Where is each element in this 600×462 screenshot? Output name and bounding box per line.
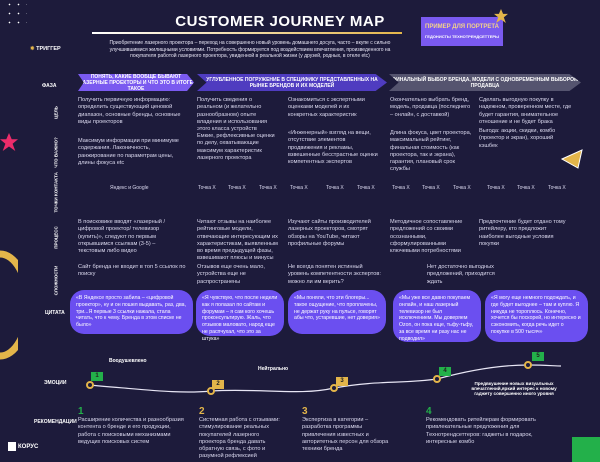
logo-icon xyxy=(8,442,16,451)
quote-bubble: «Мы поняли, что эти блогеры... такое ощу… xyxy=(288,290,386,334)
goal-cell: Окончательно выбрать бренд, модель, прод… xyxy=(390,97,471,118)
korus-logo: КОРУС xyxy=(8,442,38,451)
row-label-goal: ЦЕЛЬ xyxy=(53,106,59,119)
important-cell: Выгода: акции, скидки, комбо (проектор и… xyxy=(479,128,556,149)
goal-cell: Сделать выгодную покупку в надежном, про… xyxy=(479,97,572,125)
emotion-point[interactable] xyxy=(524,361,532,369)
recommendation-text: Экспертиза в категории – разработка прог… xyxy=(302,417,389,453)
emotion-point-number: 2 xyxy=(212,380,224,389)
process-cell: В поисковике вводят «лазерный / цифровой… xyxy=(78,219,166,255)
difficulty-cell: Не всегда понятен истинный уровень компе… xyxy=(288,264,381,285)
phase-2: УГЛУБЛЕННОЕ ПОГРУЖЕНИЕ В СПЕЦИФИКУ ПРЕДС… xyxy=(197,74,387,91)
logo-text: КОРУС xyxy=(18,443,39,450)
touchpoint: Точка X xyxy=(228,185,246,191)
trigger-text: Приобретение лазерного проектора – перех… xyxy=(109,40,391,59)
star-icon xyxy=(494,9,508,23)
touchpoint: Точка X xyxy=(290,185,308,191)
row-label-difficulty: СЛОЖНОСТИ xyxy=(53,265,59,296)
row-label-recommendations: РЕКОМЕНДАЦИИ xyxy=(34,419,77,425)
row-label-quote: ЦИТАТА xyxy=(45,310,65,316)
recommendation-1: 1 Расширение количества и разнообразия к… xyxy=(78,406,190,446)
touchpoint: Точка X xyxy=(357,185,375,191)
portrait-badge[interactable]: ПРИМЕР ДЛЯ ПОРТРЕТА ГЕДОНИСТЫ ТЕХНОТРЕНД… xyxy=(421,17,503,46)
recommendation-number: 3 xyxy=(302,406,308,417)
important-cell: «Инженерный» взгляд на вещи, отсутствие … xyxy=(288,130,378,166)
important-cell: Емкие, рефлексивные оценки по делу, охва… xyxy=(197,133,275,161)
goal-cell: Получить сведения о реальном (и желатель… xyxy=(197,97,268,133)
emotion-point[interactable] xyxy=(86,381,94,389)
recommendation-text: Рекомендовать ритейлерам формировать при… xyxy=(426,417,536,445)
process-cell: Предпочтение будет отдано тому ритейлеру… xyxy=(479,219,566,247)
touchpoint: Точка X xyxy=(392,185,410,191)
star-icon: ✸ xyxy=(30,46,37,52)
touchpoint: Точка X xyxy=(517,185,535,191)
emotion-point-number: 5 xyxy=(532,352,544,361)
recommendation-text: Расширение количества и разнообразия кон… xyxy=(78,417,184,445)
process-cell: Методичное сопоставление предложений со … xyxy=(390,219,463,255)
difficulty-cell: Сайт бренда не входит в топ 5 ссылок по … xyxy=(78,264,186,278)
recommendation-2: 2 Системная работа с отзывами: стимулиро… xyxy=(199,406,287,461)
dots-decoration xyxy=(5,0,27,30)
emotion-point[interactable] xyxy=(207,387,215,395)
row-label-touchpoints: ТОЧКИ КОНТАКТА xyxy=(53,172,59,213)
touchpoint: Точка X xyxy=(422,185,440,191)
emotion-label-anticipation: Предвкушение новых визуальных впечатлени… xyxy=(471,381,557,396)
emotion-point-number: 4 xyxy=(439,367,451,376)
emotion-point-number: 1 xyxy=(91,372,103,381)
quote-bubble: «Я чувствую, что после недели как я пола… xyxy=(196,290,284,342)
ring-decoration xyxy=(0,250,18,360)
phase-1: ПОНЯТЬ, КАКИЕ ВООБЩЕ БЫВАЮТ ЛАЗЕРНЫЕ ПРО… xyxy=(78,73,194,92)
badge-title: ПРИМЕР ДЛЯ ПОРТРЕТА xyxy=(425,24,499,30)
recommendation-number: 2 xyxy=(199,406,205,417)
recommendation-number: 1 xyxy=(78,406,84,417)
row-label-phase: ФАЗА xyxy=(42,83,57,89)
green-square-decoration xyxy=(572,437,600,462)
emotion-point[interactable] xyxy=(330,384,338,392)
important-cell: Максимум информации при минимуме содержа… xyxy=(78,138,179,166)
emotion-label-excited: Воодушевлено xyxy=(109,358,147,364)
process-cell: Читают отзывы на наиболее рейтинговые мо… xyxy=(197,219,278,262)
badge-subtitle: ГЕДОНИСТЫ ТЕХНОТРЕНДСЕТТЕРЫ xyxy=(425,34,499,39)
touchpoint: Точка X xyxy=(326,185,344,191)
touchpoint: Яндекс и Google xyxy=(110,185,149,191)
row-label-important: ЧТО ВАЖНО? xyxy=(53,137,59,168)
title-underline xyxy=(92,32,402,34)
difficulty-cell: Нет достаточно выгодных предложений, при… xyxy=(427,264,495,285)
touchpoint: Точка X xyxy=(259,185,277,191)
star-icon xyxy=(0,133,18,151)
trigger-label: ✸ ТРИГГЕР xyxy=(30,46,61,52)
touchpoint: Точка X xyxy=(453,185,471,191)
emotion-curve xyxy=(87,364,562,393)
triangle-icon xyxy=(560,149,583,169)
quote-bubble: «В Яндексе просто забила – «цифровой про… xyxy=(70,290,193,334)
quote-bubble: «Мы уже все давно покупаем онлайн, и наш… xyxy=(393,290,481,342)
important-cell: Длина фокуса, цвет проектора, максимальн… xyxy=(390,130,472,173)
quote-bubble: «Я могу еще немного подождать, и где буд… xyxy=(485,290,588,342)
goal-cell: Получить первичную информацию: определит… xyxy=(78,97,181,125)
emotion-label-neutral: Нейтрально xyxy=(258,366,289,372)
trigger-label-text: ТРИГГЕР xyxy=(36,46,61,52)
recommendation-text: Системная работа с отзывами: стимулирова… xyxy=(199,417,280,460)
row-label-emotion: ЭМОЦИИ xyxy=(44,380,67,386)
emotion-point[interactable] xyxy=(433,375,441,383)
recommendation-3: 3 Экспертиза в категории – разработка пр… xyxy=(302,406,397,453)
touchpoint: Точка X xyxy=(198,185,216,191)
recommendation-number: 4 xyxy=(426,406,432,417)
recommendation-4: 4 Рекомендовать ритейлерам формировать п… xyxy=(426,406,548,446)
goal-cell: Ознакомиться с экспертными оценками моде… xyxy=(288,97,365,118)
emotion-point-number: 3 xyxy=(336,377,348,386)
phase-3: ФИНАЛЬНЫЙ ВЫБОР БРЕНДА, МОДЕЛИ С ОДНОВРЕ… xyxy=(389,74,581,91)
page-title: CUSTOMER JOURNEY MAP xyxy=(175,13,385,30)
touchpoint: Точка X xyxy=(487,185,505,191)
touchpoint: Точка X xyxy=(548,185,566,191)
difficulty-cell: Отзывов еще очень мало, устройства еще н… xyxy=(197,264,265,285)
row-label-process: ПРОЦЕСС xyxy=(53,226,59,249)
process-cell: Изучают сайты производителей лазерных пр… xyxy=(288,219,371,247)
